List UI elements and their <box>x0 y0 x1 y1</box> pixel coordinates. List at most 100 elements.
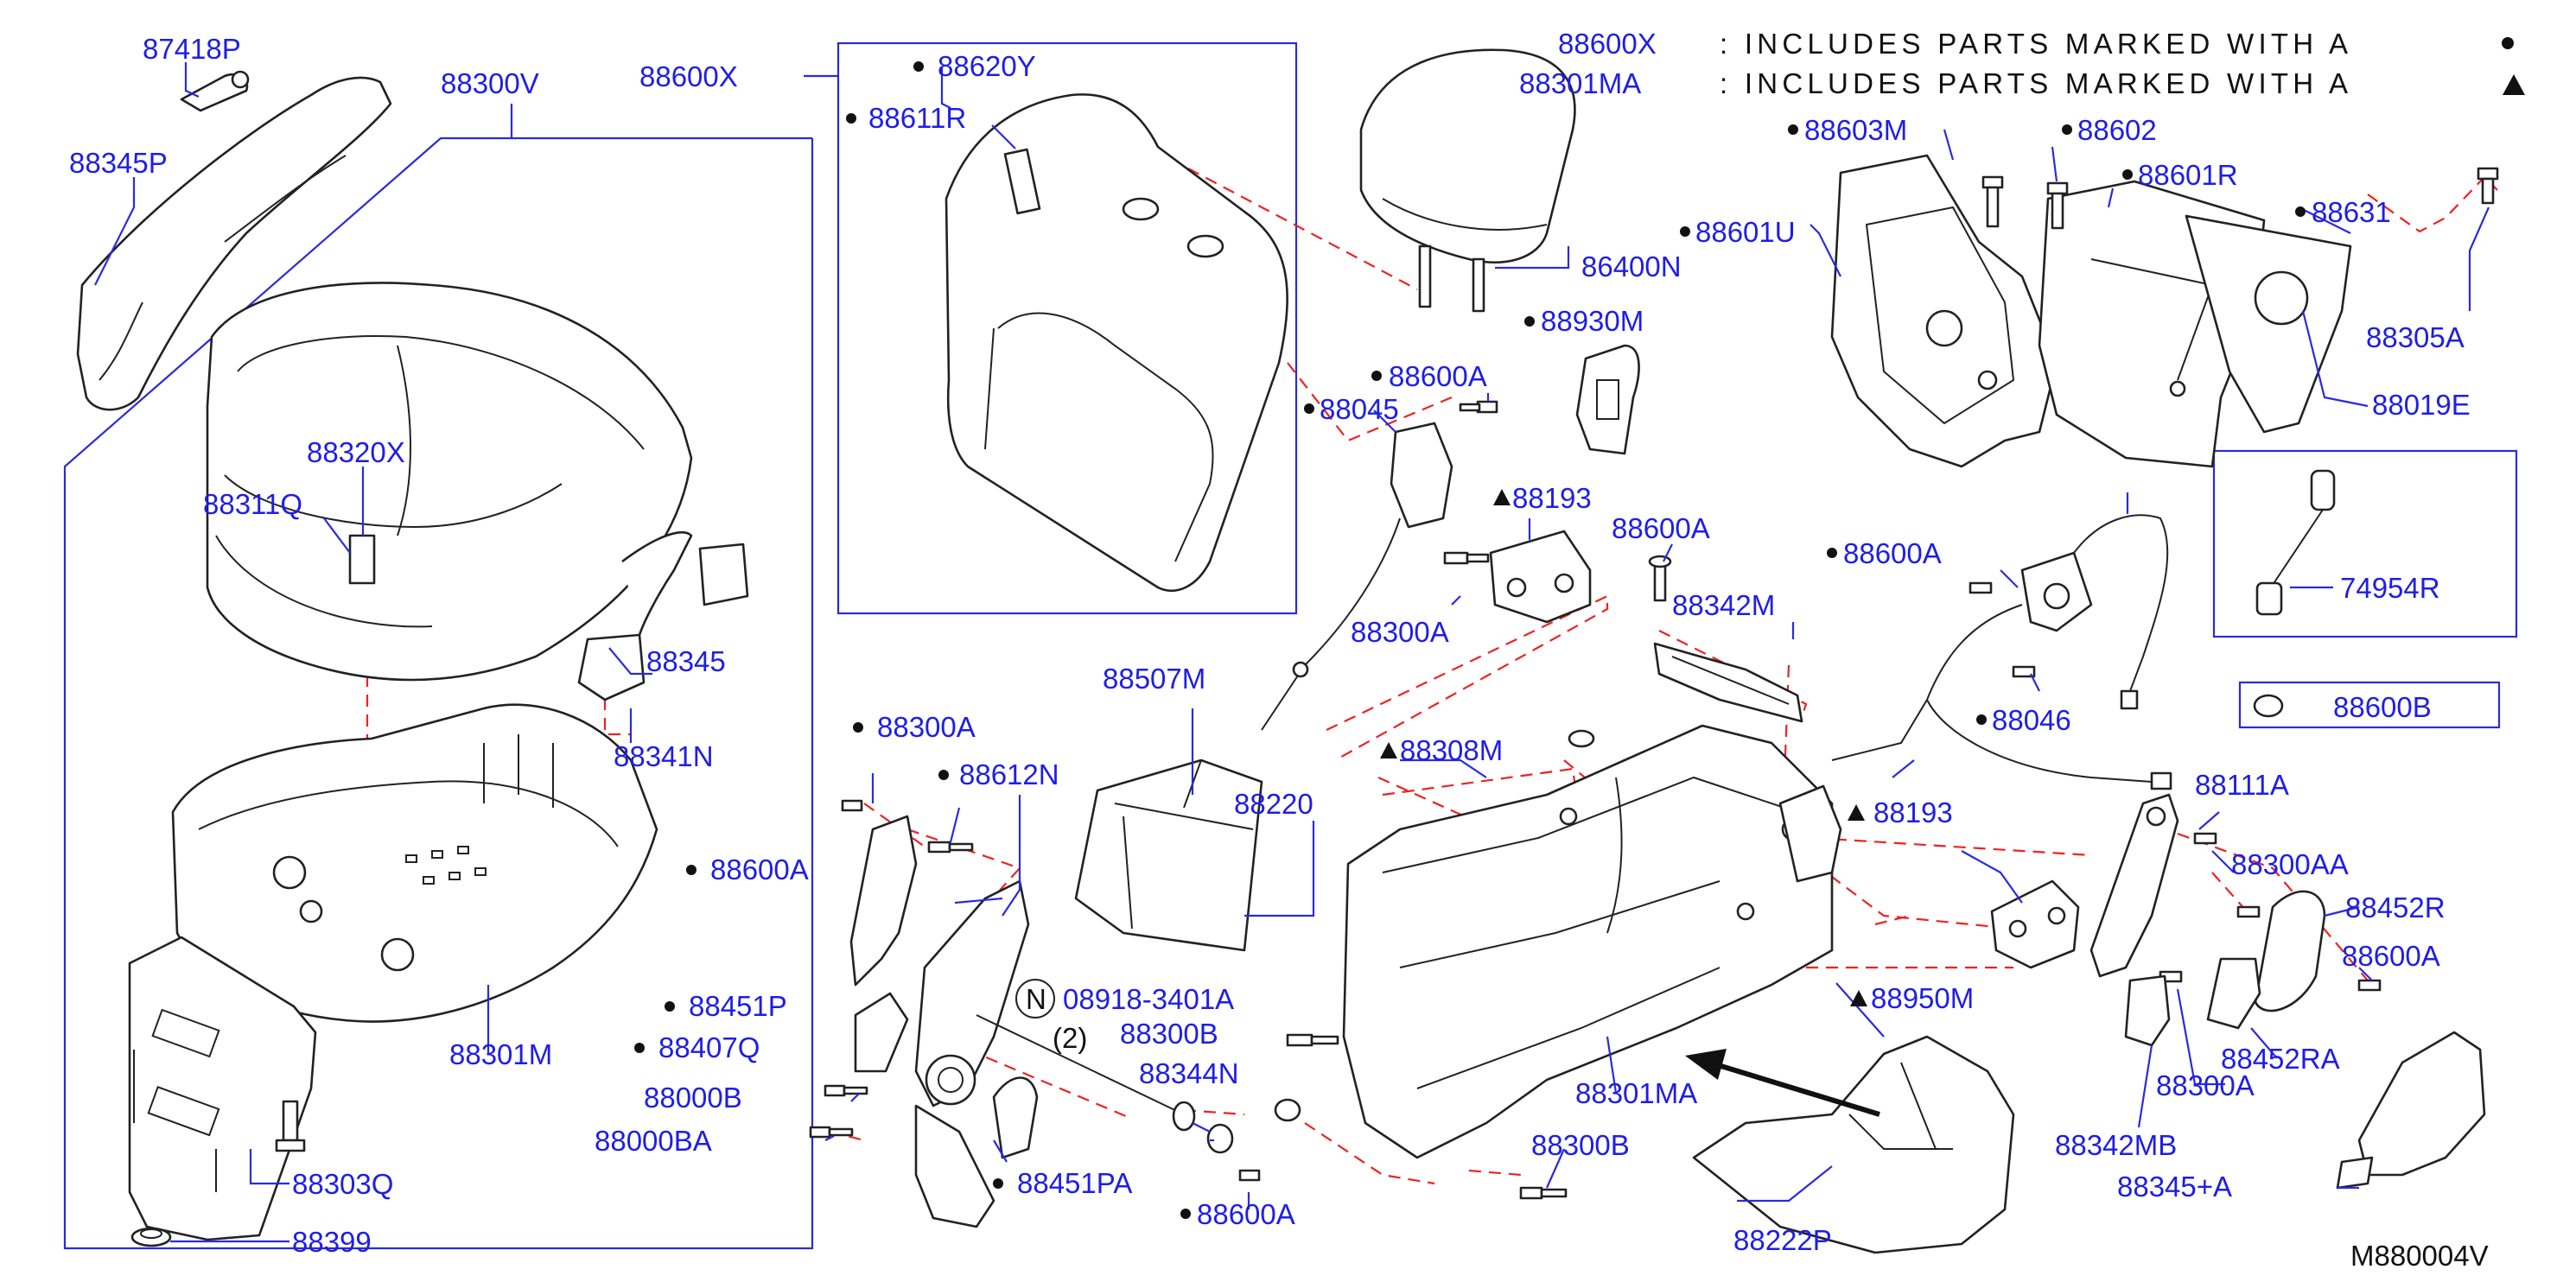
group-box-88600X <box>836 41 1298 615</box>
callout-87418P[interactable]: 87418P <box>143 33 241 65</box>
dot-marker-icon <box>2062 124 2072 135</box>
callout-86400N[interactable]: 86400N <box>1581 251 1682 282</box>
bolt-88000B <box>824 1084 868 1097</box>
callout-88600A-2[interactable]: 88600A <box>1197 1198 1295 1230</box>
callout-88300A-2[interactable]: 88300A <box>1351 616 1449 648</box>
callout-88308M[interactable]: 88308M <box>1400 734 1503 766</box>
callout-88000B[interactable]: 88000B <box>644 1082 742 1114</box>
lower-plate-88303Q <box>128 936 317 1241</box>
callout-88300V[interactable]: 88300V <box>441 67 539 99</box>
callout-88600A-6[interactable]: 88600A <box>2342 940 2440 972</box>
hook-88341N <box>577 531 749 701</box>
callout-08918-3401A[interactable]: 08918-3401A <box>1063 983 1234 1015</box>
grommet-88399 <box>130 1227 172 1247</box>
callout-88193-1[interactable]: 88193 <box>1512 482 1592 514</box>
callout-88600A-3[interactable]: 88600A <box>1389 360 1487 392</box>
seat-pan-88301M <box>171 703 658 1023</box>
callout-88320X[interactable]: 88320X <box>307 436 405 468</box>
callout-88000BA[interactable]: 88000BA <box>595 1125 712 1157</box>
washer-base <box>1274 1098 1301 1122</box>
callout-88193-2[interactable]: 88193 <box>1873 796 1953 828</box>
callout-88345A[interactable]: 88345+A <box>2117 1171 2232 1203</box>
bolt-88600A-mid <box>1648 555 1672 602</box>
legend-code-2: 88301MA <box>1519 67 1641 99</box>
callout-88345[interactable]: 88345 <box>646 645 726 677</box>
callout-88611R[interactable]: 88611R <box>868 102 966 134</box>
group-box-88600B <box>2238 681 2501 729</box>
bolt-88305A <box>2477 167 2499 205</box>
callout-88602[interactable]: 88602 <box>2077 114 2157 146</box>
callout-88601U[interactable]: 88601U <box>1695 216 1796 248</box>
callout-88045[interactable]: 88045 <box>1320 393 1399 425</box>
callout-88603M[interactable]: 88603M <box>1804 114 1907 146</box>
release-cable-88045 <box>1261 422 1453 731</box>
recliner-88612N <box>849 815 1039 1228</box>
callout-88301MA[interactable]: 88301MA <box>1575 1077 1697 1109</box>
bracket-88452RA <box>2206 957 2261 1030</box>
callout-88600X[interactable]: 88600X <box>639 60 738 92</box>
callout-88111A[interactable]: 88111A <box>2195 769 2289 801</box>
dot-marker-icon <box>1304 403 1314 414</box>
dot-marker-icon <box>1371 371 1382 381</box>
callout-N: N <box>1026 983 1046 1015</box>
callout-88600A-1[interactable]: 88600A <box>710 854 809 885</box>
callout-88300B-1[interactable]: 88300B <box>1120 1018 1218 1050</box>
callout-88301M[interactable]: 88301M <box>449 1038 552 1070</box>
callout-88344N[interactable]: 88344N <box>1139 1057 1239 1089</box>
callout-88300A-1[interactable]: 88300A <box>877 711 976 743</box>
callout-88451P[interactable]: 88451P <box>689 990 787 1022</box>
callout-88345P[interactable]: 88345P <box>69 147 168 179</box>
callout-88019E[interactable]: 88019E <box>2372 389 2471 421</box>
callout-88342M[interactable]: 88342M <box>1672 589 1775 621</box>
callout-88451PA[interactable]: 88451PA <box>1017 1167 1132 1199</box>
callout-88452RA[interactable]: 88452RA <box>2221 1043 2340 1075</box>
dot-marker-icon <box>686 865 696 875</box>
triangle-marker-icon <box>1380 742 1397 758</box>
legend-code-1: 88600X <box>1558 28 1657 60</box>
callout-88311Q[interactable]: 88311Q <box>203 488 302 520</box>
callout-88220[interactable]: 88220 <box>1234 788 1313 820</box>
callout-88305A[interactable]: 88305A <box>2366 321 2465 353</box>
latch-88193-lower <box>1990 879 2080 969</box>
callout-88600A-4[interactable]: 88600A <box>1612 512 1710 544</box>
dot-marker-icon <box>634 1043 645 1053</box>
bolt-88300A-latch <box>1443 551 1490 565</box>
callout-88452R[interactable]: 88452R <box>2345 892 2446 923</box>
dot-marker-icon <box>2502 37 2514 49</box>
dot-marker-icon <box>1976 714 1987 725</box>
cap-88342MB <box>2124 974 2171 1047</box>
dot-marker-icon <box>1788 124 1798 135</box>
callout-88601R[interactable]: 88601R <box>2138 159 2238 191</box>
callout-88631[interactable]: 88631 <box>2312 196 2391 228</box>
callout-88612N[interactable]: 88612N <box>959 758 1059 790</box>
callout-88222P[interactable]: 88222P <box>1733 1224 1832 1256</box>
callout-88300AA[interactable]: 88300AA <box>2231 848 2349 880</box>
callout-88399[interactable]: 88399 <box>292 1226 372 1258</box>
callout-88407Q[interactable]: 88407Q <box>658 1031 760 1063</box>
callout-88507M[interactable]: 88507M <box>1103 663 1205 695</box>
callout-88300B-2[interactable]: 88300B <box>1531 1129 1630 1161</box>
bezel-88930M <box>1575 344 1640 455</box>
handle-74954R <box>2255 469 2336 616</box>
shaft-88344N <box>976 1014 1196 1132</box>
bolt-88300AA <box>2193 832 2261 918</box>
callout-88341N[interactable]: 88341N <box>614 740 714 772</box>
callout-88046[interactable]: 88046 <box>1992 704 2071 736</box>
callout-88600B[interactable]: 88600B <box>2333 691 2432 723</box>
dot-marker-icon <box>938 770 949 780</box>
bolt-88602 <box>2046 181 2069 230</box>
seat-side-cover-88345P <box>76 76 392 411</box>
bolt-88000BA <box>809 1126 854 1139</box>
triangle-marker-icon <box>1493 489 1511 505</box>
callout-74954R[interactable]: 74954R <box>2340 572 2440 604</box>
callout-88950M[interactable]: 88950M <box>1871 982 1974 1014</box>
callout-88342MB[interactable]: 88342MB <box>2055 1129 2177 1161</box>
callout-88303Q[interactable]: 88303Q <box>292 1168 393 1200</box>
bolt-88300A-recliner <box>841 799 974 854</box>
callout-88930M[interactable]: 88930M <box>1541 305 1644 337</box>
callout-88300A-3[interactable]: 88300A <box>2156 1069 2255 1101</box>
callout-88600A-5[interactable]: 88600A <box>1843 537 1942 569</box>
part-callouts: 87418P 88345P 88300V 88320X 88311Q 88345… <box>69 33 2471 1258</box>
callout-88620Y[interactable]: 88620Y <box>938 50 1036 82</box>
group-box-88300V <box>63 136 814 1250</box>
